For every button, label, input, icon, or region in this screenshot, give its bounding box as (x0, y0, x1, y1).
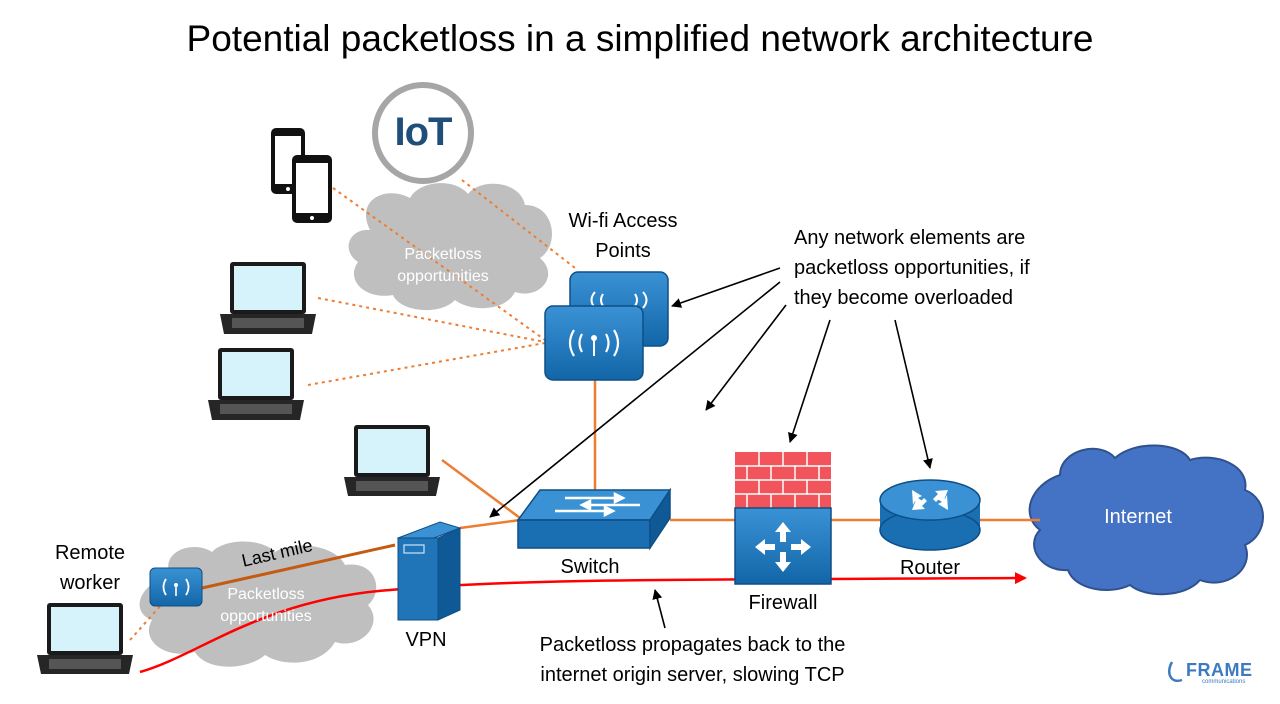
frame-logo-name: FRAME (1186, 660, 1253, 680)
cloud-top-label: Packetloss opportunities (397, 246, 489, 285)
last-mile-link (201, 543, 396, 590)
annotation-arrows (489, 267, 933, 629)
router-label: Router (899, 557, 961, 579)
vpn-label: VPN (405, 629, 447, 651)
smartphone-icon (292, 155, 332, 223)
router-icon (879, 479, 981, 551)
packetloss-cloud-top (348, 183, 552, 311)
wifi-access-point-icon (544, 305, 644, 381)
internet-cloud (1028, 444, 1264, 596)
laptop-icon (220, 262, 316, 334)
iot-badge-label: IoT (394, 110, 453, 154)
switch-icon (516, 487, 672, 551)
firewall-label: Firewall (748, 592, 818, 614)
remote-worker-label: Remote worker (54, 542, 126, 594)
vpn-server-icon (396, 521, 462, 621)
overload-note: Any network elements are packetloss oppo… (794, 227, 1030, 309)
internet-label: Internet (1104, 506, 1172, 528)
iot-icon (372, 82, 474, 184)
cloud-bottom-label: Packetloss opportunities (220, 586, 312, 625)
home-wifi-access-point-icon (149, 567, 203, 607)
laptop-icon (37, 603, 133, 674)
laptop-icon (344, 425, 440, 496)
propagation-note: Packetloss propagates back to the intern… (539, 634, 846, 686)
wifi-access-points-label: Wi-fi Access Points (568, 210, 678, 262)
laptop-icon (208, 348, 304, 420)
wired-links (441, 378, 1040, 530)
firewall-icon (734, 452, 832, 585)
diagram-title: Potential packetloss in a simplified net… (186, 18, 1094, 59)
switch-label: Switch (560, 556, 620, 578)
frame-logo-icon (1168, 661, 1183, 683)
frame-logo-sub: communications (1202, 679, 1246, 685)
